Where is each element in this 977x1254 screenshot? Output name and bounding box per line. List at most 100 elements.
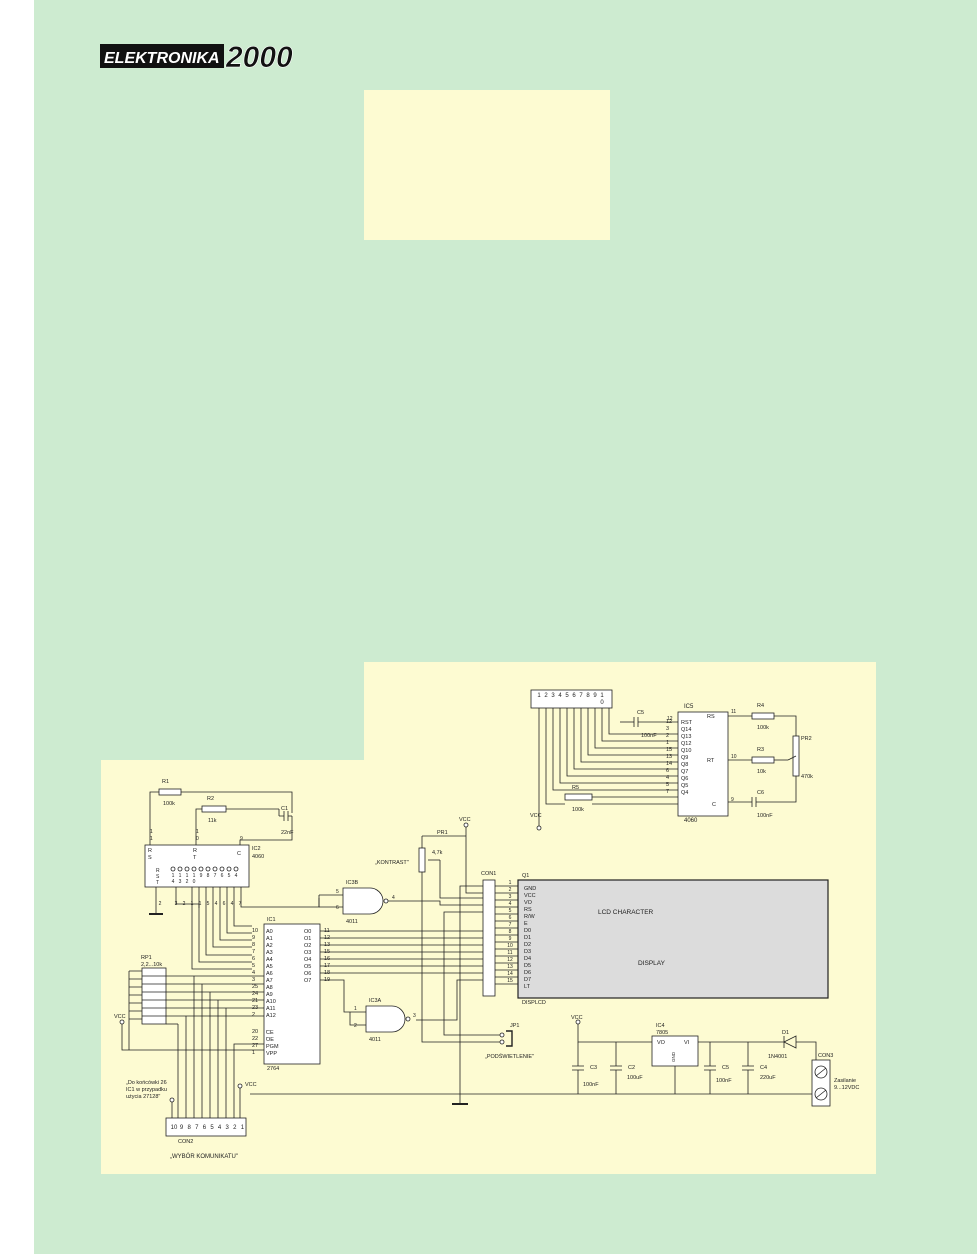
con1-pin-number: 1 xyxy=(509,880,512,886)
jp1-jumper: JP1 „PODŚWIETLENIE" xyxy=(485,1023,534,1060)
ic1-address-pin: A11 xyxy=(266,1006,275,1012)
ic5-pin-number: 6 xyxy=(666,768,669,774)
con1-pin-number: 8 xyxy=(509,929,512,935)
ic1-data-bus xyxy=(320,930,483,1026)
ic1-address-pin: A7 xyxy=(266,978,273,984)
ic1-pin-number: 24 xyxy=(252,991,258,997)
con2-pin: 1 xyxy=(241,1125,245,1131)
con2-pin: 2 xyxy=(233,1125,237,1131)
svg-text:T: T xyxy=(193,855,197,861)
ic3b-type: 4011 xyxy=(346,919,358,925)
con2-pin: 4 xyxy=(218,1125,222,1131)
ic2-ref: IC2 xyxy=(252,846,261,852)
ic5-pin-name: Q4 xyxy=(681,790,688,796)
svg-text:R: R xyxy=(156,868,160,874)
r5-ref: R5 xyxy=(572,785,579,791)
top-connector-pin: 1 xyxy=(537,693,541,699)
svg-text:5: 5 xyxy=(336,889,339,895)
lcd-pin-name: E xyxy=(524,921,528,927)
c1: C1 22nF xyxy=(239,806,294,845)
ic1-ref: IC1 xyxy=(267,917,276,923)
c3-ref: C3 xyxy=(590,1065,597,1071)
jp1-label: „PODŚWIETLENIE" xyxy=(485,1052,534,1060)
ic5-pin-c: 9 xyxy=(731,797,734,803)
ic5-pin-name: Q10 xyxy=(681,748,691,754)
ic5-pin-name: Q7 xyxy=(681,769,688,775)
svg-text:0: 0 xyxy=(196,836,199,842)
lcd-pin-name: VO xyxy=(524,900,533,906)
con2-note-1: „Do końcówki 26 xyxy=(126,1080,167,1086)
pr1-value: 4,7k xyxy=(432,850,443,856)
ic1-data-pin: O0 xyxy=(304,929,311,935)
ic5-pin-number: 1 xyxy=(666,740,669,746)
ic1-pin-number: 4 xyxy=(252,970,255,976)
con3-ref: CON3 xyxy=(818,1053,833,1059)
con1-pin-number: 9 xyxy=(509,936,512,942)
ic2-output-marker xyxy=(205,866,211,872)
ic5-pin-name: Q14 xyxy=(681,727,691,733)
c5-top: C5 100nF 12 xyxy=(620,710,678,739)
c1-value: 22nF xyxy=(281,830,294,836)
ic2-q-label: 7 xyxy=(214,873,217,879)
con2-ref: CON2 xyxy=(178,1139,193,1145)
c4-ref: C4 xyxy=(760,1065,767,1071)
vcc-pr1: VCC xyxy=(459,817,471,823)
con2-pin: 6 xyxy=(203,1125,207,1131)
ic1-pin-number: 9 xyxy=(252,935,255,941)
ic2-pin-number: 2 xyxy=(159,901,162,907)
con1-pin-number: 4 xyxy=(509,901,512,907)
vcc-top: VCC xyxy=(530,813,542,819)
svg-text:T: T xyxy=(156,880,159,886)
c5b-value: 100nF xyxy=(716,1078,732,1084)
lcd-pin-name: D0 xyxy=(524,928,531,934)
ic5-pin-name: Q8 xyxy=(681,762,688,768)
ic1-pin-number: 27 xyxy=(252,1043,258,1049)
logo-lettering-left: ELEKTRONIKA xyxy=(104,50,220,67)
ic5-pin-name: Q5 xyxy=(681,783,688,789)
ic1-address-pin: A0 xyxy=(266,929,273,935)
top-connector-pin: 8 xyxy=(586,693,590,699)
ground-ic2 xyxy=(149,887,163,915)
ic2-q-label: 0 xyxy=(193,879,196,885)
con3-label-2: 9...12VDC xyxy=(834,1085,859,1091)
c2-value: 100uF xyxy=(627,1075,643,1081)
lcd-pin-name: LT xyxy=(524,984,531,990)
ic5-rt: RT xyxy=(707,758,715,764)
ic5-pin-number: 5 xyxy=(666,782,669,788)
jp1-ref: JP1 xyxy=(510,1023,519,1029)
pr2-value: 470k xyxy=(801,774,813,780)
lcd-pin-name: GND xyxy=(524,886,536,892)
ic5-pin-name: Q12 xyxy=(681,741,691,747)
pr2: PR2 470k xyxy=(756,735,813,803)
rp1-value: 2,2...10k xyxy=(141,962,162,968)
svg-text:1: 1 xyxy=(354,1006,357,1012)
ic2-q-label: 2 xyxy=(186,879,189,885)
ic2-q-label: 1 xyxy=(193,873,196,879)
top-connector-pin: 9 xyxy=(593,693,597,699)
ic4-gnd: GND xyxy=(671,1051,676,1062)
c2-ref: C2 xyxy=(628,1065,635,1071)
top-connector-pin: 0 xyxy=(600,700,604,706)
lcd-pin-name: D3 xyxy=(524,949,531,955)
ic5-pin-name: RST xyxy=(681,720,693,726)
con3-power-connector: CON3 Zasilanie 9...12VDC xyxy=(811,1053,859,1107)
ic5-type: 4060 xyxy=(684,818,698,824)
ic1-data-pin: O5 xyxy=(304,964,311,970)
lcd-pin-name: VCC xyxy=(524,893,536,899)
con1-pin-number: 11 xyxy=(507,950,512,956)
ic3a-type: 4011 xyxy=(369,1037,381,1043)
r2-ref: R2 xyxy=(207,796,214,802)
ic1-address-pin: A4 xyxy=(266,957,273,963)
ic5-pin-name: Q6 xyxy=(681,776,688,782)
svg-text:S: S xyxy=(156,874,160,880)
ic3a-nand: IC3A 4011 1 2 3 xyxy=(354,998,416,1043)
ic1-data-pin: O3 xyxy=(304,950,311,956)
con2-pin: 5 xyxy=(210,1125,214,1131)
svg-text:12: 12 xyxy=(667,716,673,722)
r4: R4 100k xyxy=(728,703,797,736)
ic2-output-marker xyxy=(212,866,218,872)
ic1-data-pin: O4 xyxy=(304,957,311,963)
